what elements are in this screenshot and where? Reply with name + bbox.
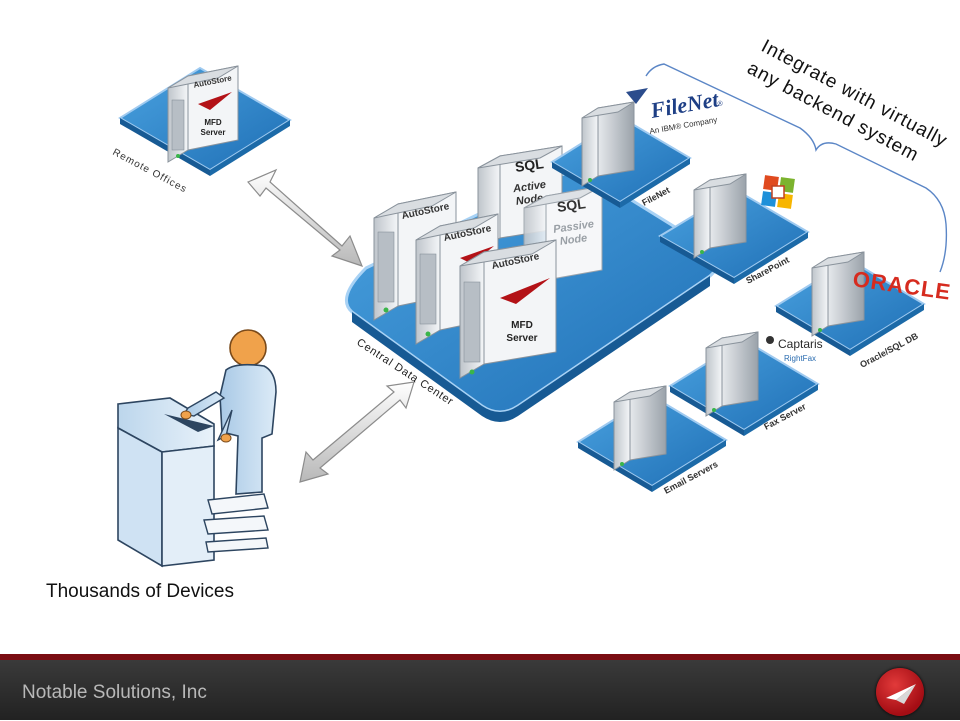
- paper-plane-icon: [886, 684, 916, 704]
- rightfax-logo-text: RightFax: [784, 354, 816, 363]
- remote-server-name-2: Server: [201, 128, 226, 137]
- oracle-node: Oracle/SQL DB: [774, 251, 926, 370]
- captaris-logo-text: Captaris: [778, 337, 823, 351]
- active-node-label: Active: [511, 179, 546, 196]
- filenet-node: FileNet: [550, 101, 692, 208]
- person-head: [229, 329, 267, 367]
- remote-server-name: MFD: [204, 118, 222, 127]
- passive-node-label-2: Node: [559, 232, 588, 248]
- autostore-logo-icon: [460, 246, 494, 264]
- sql-active-title: SQL: [514, 155, 545, 175]
- captaris-logo: Captaris RightFax: [766, 336, 823, 363]
- output-tray-bottom: [205, 537, 269, 553]
- passive-node-label: Passive: [552, 218, 594, 236]
- copier-control-panel-icon: [164, 414, 214, 432]
- company-name: Notable Solutions, Inc: [22, 682, 207, 703]
- output-tray-mid: [203, 515, 269, 535]
- footer-bar: Notable Solutions, Inc: [0, 654, 960, 720]
- filenet-logo-tm: ®: [717, 99, 724, 108]
- fax-server-node: Fax Server: [668, 331, 820, 436]
- output-tray-top: [207, 493, 269, 515]
- autostore-server-2: AutoStore: [415, 213, 499, 345]
- remote-mfd-server: AutoStore MFD Server: [167, 65, 239, 163]
- sharepoint-node: SharePoint: [658, 173, 810, 286]
- device-link-arrow: [299, 381, 415, 483]
- company-logo-icon: [876, 668, 924, 716]
- user-person: [180, 329, 277, 495]
- mfd-server-label: MFD: [511, 320, 533, 331]
- autostore-logo-icon: [198, 92, 232, 110]
- devices-label: Thousands of Devices: [46, 581, 234, 602]
- sql-passive-title: SQL: [556, 195, 587, 215]
- ms-office-logo: [761, 175, 795, 209]
- autostore-mfd-server: AutoStore MFD Server: [459, 239, 557, 379]
- filenet-mark-icon: [626, 88, 648, 104]
- autostore-logo-icon: [500, 278, 550, 304]
- remote-link-arrow: [247, 168, 364, 267]
- mfd-server-label-2: Server: [506, 333, 537, 344]
